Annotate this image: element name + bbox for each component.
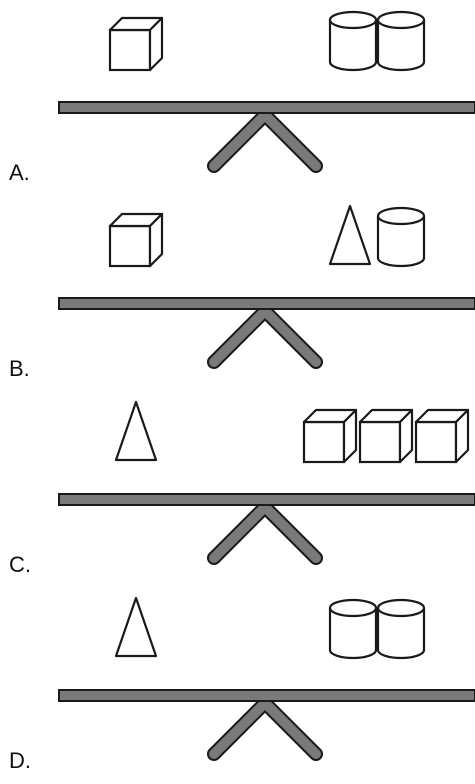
cube-icon xyxy=(358,408,414,464)
balance-scale-diagram xyxy=(58,596,475,761)
option-d: D. xyxy=(0,588,475,784)
option-c: C. xyxy=(0,392,475,588)
option-label: D. xyxy=(9,748,31,773)
left-side-objects xyxy=(114,596,158,658)
cylinder-icon xyxy=(376,206,426,268)
cone-icon xyxy=(114,596,158,658)
balance-beam xyxy=(58,297,475,310)
fulcrum xyxy=(207,693,323,761)
cylinder-icon xyxy=(376,598,426,660)
balance-beam xyxy=(58,689,475,702)
option-label: B. xyxy=(9,356,30,381)
option-label: A. xyxy=(9,160,30,185)
right-side-objects xyxy=(302,408,470,464)
fulcrum xyxy=(207,301,323,369)
left-side-objects xyxy=(114,400,158,462)
cylinder-icon xyxy=(328,10,378,72)
cone-icon xyxy=(328,204,372,266)
option-a: A. xyxy=(0,0,475,196)
cylinder-icon xyxy=(328,598,378,660)
balance-beam xyxy=(58,493,475,506)
fulcrum xyxy=(207,105,323,173)
cube-icon xyxy=(302,408,358,464)
cube-icon xyxy=(414,408,470,464)
cylinder-icon xyxy=(376,10,426,72)
left-side-objects xyxy=(108,212,164,268)
cube-icon xyxy=(108,212,164,268)
left-side-objects xyxy=(108,16,164,72)
balance-scale-diagram xyxy=(58,10,475,173)
fulcrum xyxy=(207,497,323,565)
right-side-objects xyxy=(328,204,426,268)
right-side-objects xyxy=(328,10,426,72)
balance-beam xyxy=(58,101,475,114)
balance-scale-diagram xyxy=(58,400,475,565)
cone-icon xyxy=(114,400,158,462)
balance-scale-diagram xyxy=(58,204,475,369)
option-label: C. xyxy=(9,552,31,577)
cube-icon xyxy=(108,16,164,72)
right-side-objects xyxy=(328,598,426,660)
option-b: B. xyxy=(0,196,475,392)
